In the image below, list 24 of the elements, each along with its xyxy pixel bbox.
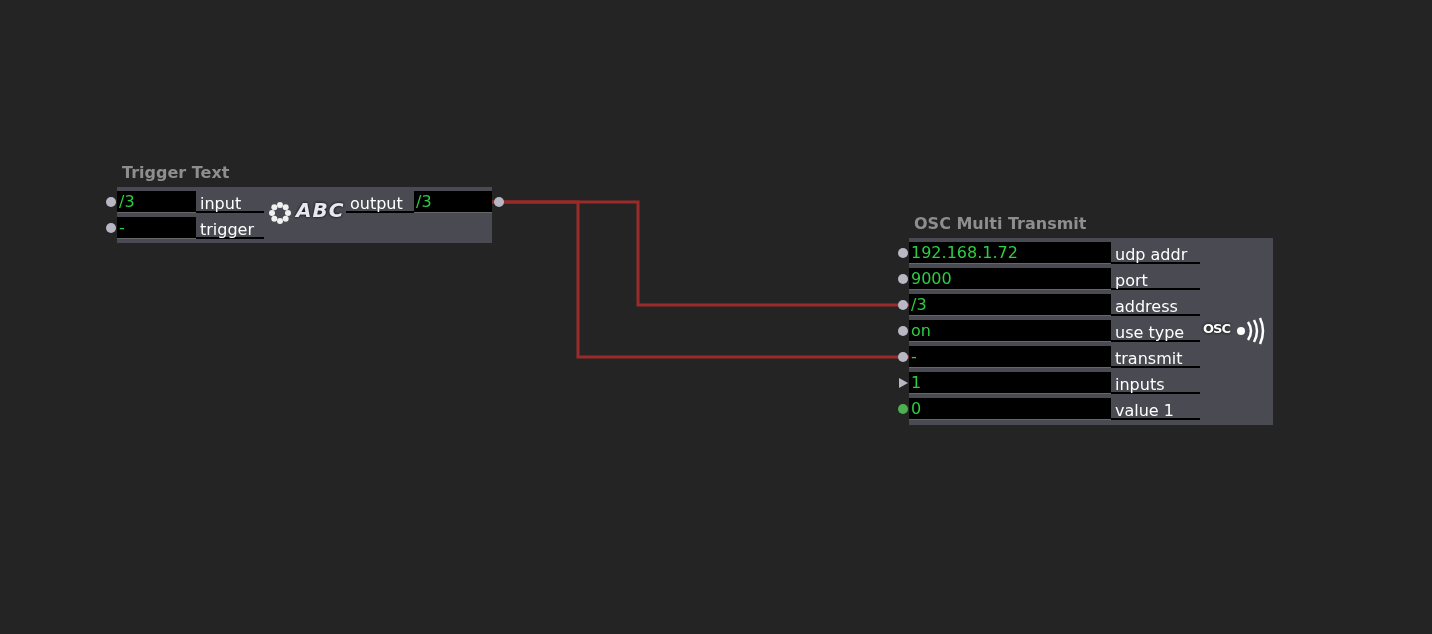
port-label: port bbox=[1111, 268, 1200, 290]
actor-title: Trigger Text bbox=[122, 163, 230, 182]
port-label: trigger bbox=[196, 217, 264, 239]
port-label: use type bbox=[1111, 320, 1200, 342]
value-field: /3 bbox=[909, 294, 1111, 316]
value-field: 1 bbox=[909, 372, 1111, 394]
port-label: inputs bbox=[1111, 372, 1200, 394]
value-field: - bbox=[909, 346, 1111, 368]
value-field: - bbox=[117, 217, 196, 239]
value-field: 192.168.1.72 bbox=[909, 242, 1111, 264]
value-field: /3 bbox=[414, 191, 492, 213]
actor-title: OSC Multi Transmit bbox=[914, 214, 1087, 233]
value-field: 0 bbox=[909, 398, 1111, 420]
port-label: address bbox=[1111, 294, 1200, 316]
port-label: udp addr bbox=[1111, 242, 1200, 264]
port-label: input bbox=[196, 191, 264, 213]
value-field: 9000 bbox=[909, 268, 1111, 290]
value-field: /3 bbox=[117, 191, 196, 213]
port-label: transmit bbox=[1111, 346, 1200, 368]
abc-text-icon: ABC bbox=[296, 198, 345, 222]
osc-text-icon: OSC bbox=[1203, 321, 1230, 336]
value-field: on bbox=[909, 320, 1111, 342]
patch-cable bbox=[492, 200, 909, 359]
port-label: value 1 bbox=[1111, 398, 1200, 420]
